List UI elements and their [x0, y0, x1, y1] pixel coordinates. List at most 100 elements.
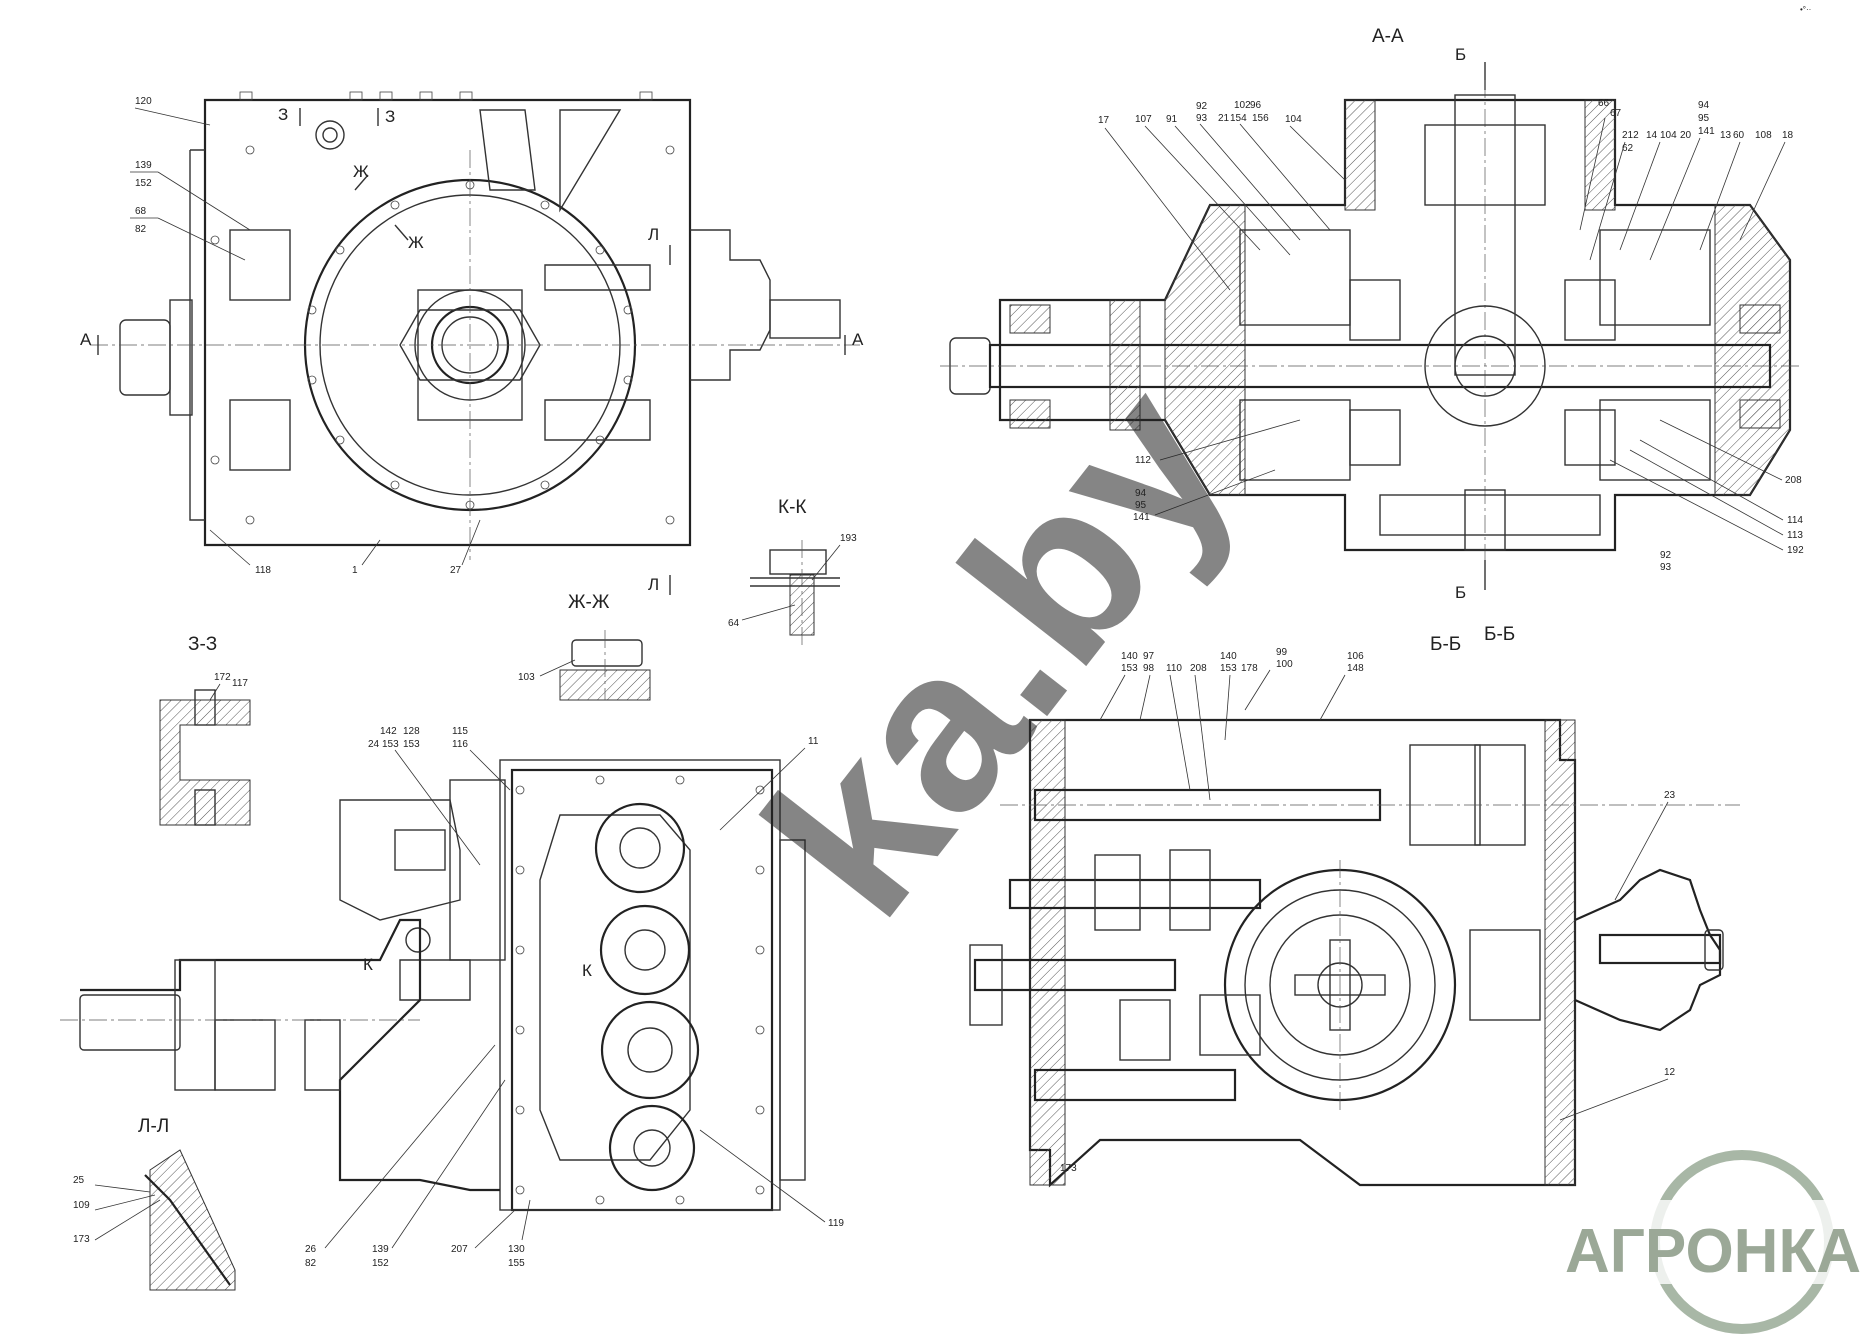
callout: 154 [1230, 113, 1247, 124]
callout: 14 [1646, 130, 1658, 141]
watermark: ka.by [716, 338, 1281, 960]
callout: 92 [1660, 550, 1672, 561]
callout: 17 [1098, 115, 1110, 126]
callout: 92 [1196, 101, 1208, 112]
top-left-callouts: 120 139 152 68 82 118 1 27 [130, 96, 481, 576]
callout: 97 [1143, 651, 1155, 662]
callout: 108 [1755, 130, 1772, 141]
callout: 106 [1347, 651, 1364, 662]
cut-mark-a-left: А [80, 330, 92, 349]
bb-callouts: 140 153 97 98 110 208 140 153 178 99 100… [1060, 647, 1676, 1174]
callout: 60 [1733, 130, 1745, 141]
callout: 212 [1622, 130, 1639, 141]
callout: 207 [451, 1244, 468, 1255]
callout: 139 [135, 160, 152, 171]
cut-mark-l-bottom: Л [648, 575, 659, 594]
cut-mark-e-left: З [278, 105, 288, 124]
cut-mark-a-right: А [852, 330, 864, 349]
section-ee: З-З 172 117 [159, 634, 251, 826]
callout: 173 [1060, 1163, 1077, 1174]
callout: 94 [1698, 100, 1710, 111]
callout: 153 [403, 739, 420, 750]
callout: 1 [352, 565, 358, 576]
callout: 178 [1241, 663, 1258, 674]
callout: 20 [1680, 130, 1692, 141]
corner-mark: •°·· [1800, 5, 1811, 14]
callout: 91 [1166, 114, 1178, 125]
callout: 12 [1664, 1067, 1676, 1078]
callout: 172 [214, 672, 231, 683]
callout: 82 [305, 1258, 317, 1269]
callout: 23 [1664, 790, 1676, 801]
callout: 114 [1787, 515, 1803, 526]
section-title-aa: А-А [1372, 26, 1404, 47]
callout: 116 [452, 739, 468, 750]
callout: 25 [73, 1175, 85, 1186]
section-title-bb-a: Б-Б [1430, 634, 1461, 655]
section-ll: Л-Л 25 109 173 [73, 1116, 236, 1291]
callout: 100 [1276, 659, 1293, 670]
callout: 173 [73, 1234, 90, 1245]
callout: 11 [808, 736, 819, 747]
agronka-logo: АГРОНКА [1550, 1150, 1861, 1334]
section-title-zz: Ж-Ж [568, 592, 610, 613]
cut-mark-b-bottom: Б [1455, 583, 1466, 602]
callout: 93 [1660, 562, 1672, 573]
top-left-housing-view: З З А А Ж Ж Л Л 120 139 152 68 82 118 1 [80, 91, 864, 595]
callout: 104 [1660, 130, 1677, 141]
callout: 68 [135, 206, 147, 217]
callout: 140 [1121, 651, 1138, 662]
callout: 24 [368, 739, 380, 750]
section-title-kk: К-К [778, 497, 806, 518]
callout: 148 [1347, 663, 1364, 674]
section-title-ee: З-З [188, 634, 217, 655]
watermark-text: ka.by [716, 338, 1281, 960]
callout: 156 [1252, 113, 1269, 124]
callout: 64 [728, 618, 740, 629]
callout: 82 [135, 224, 147, 235]
callout: 95 [1135, 500, 1147, 511]
callout: 193 [840, 533, 857, 544]
callout: 118 [255, 565, 271, 576]
callout: 107 [1135, 114, 1152, 125]
callout: 117 [232, 678, 248, 689]
bolt-circle [210, 145, 675, 525]
callout: 153 [1220, 663, 1237, 674]
callout: 94 [1135, 488, 1147, 499]
callout: 96 [1250, 100, 1262, 111]
callout: 128 [403, 726, 420, 737]
callout: 102 [1234, 100, 1251, 111]
callout: 113 [1787, 530, 1803, 541]
bottom-left-side-view: К К 142 24 153 128 153 115 116 11 26 82 [60, 726, 844, 1269]
callout: 93 [1196, 113, 1208, 124]
cut-mark-l-top: Л [648, 225, 659, 244]
section-kk: К-К 193 64 [728, 497, 857, 645]
callout: 99 [1276, 647, 1288, 658]
cut-mark-z-bottom: Ж [408, 233, 424, 252]
callout: 95 [1698, 113, 1710, 124]
callout: 109 [73, 1200, 90, 1211]
cut-mark-k-left: К [363, 955, 373, 974]
bottom-left-callouts: 142 24 153 128 153 115 116 11 26 82 139 … [305, 726, 844, 1269]
callout: 142 [380, 726, 397, 737]
callout: 152 [135, 178, 152, 189]
callout: 103 [518, 672, 535, 683]
callout: 27 [450, 565, 462, 576]
callout: 18 [1782, 130, 1794, 141]
callout: 153 [1121, 663, 1138, 674]
callout: 141 [1133, 512, 1150, 523]
callout: 208 [1785, 475, 1802, 486]
section-title-ll: Л-Л [138, 1116, 169, 1137]
callout: 141 [1698, 126, 1715, 137]
callout: 152 [372, 1258, 389, 1269]
callout: 208 [1190, 663, 1207, 674]
logo-text: АГРОНКА [1565, 1217, 1861, 1286]
cut-mark-k-right: К [582, 961, 592, 980]
callout: 110 [1166, 663, 1182, 674]
callout: 153 [382, 739, 399, 750]
callout: 139 [372, 1244, 389, 1255]
callout: 13 [1720, 130, 1732, 141]
cut-mark-b-top: Б [1455, 45, 1466, 64]
callout: 115 [452, 726, 468, 737]
cut-mark-z-top: Ж [353, 162, 369, 181]
